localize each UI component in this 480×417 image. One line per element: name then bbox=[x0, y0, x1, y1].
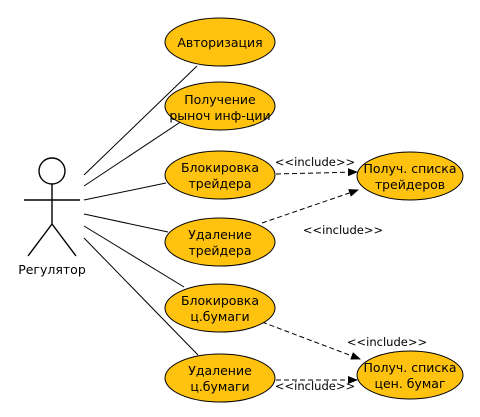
actor-regulator: Регулятор bbox=[18, 157, 86, 277]
include-label-delete-trader: <<include>> bbox=[303, 223, 383, 237]
include-arrow-block-trader bbox=[275, 168, 358, 177]
include-label-block-security: <<include>> bbox=[347, 335, 427, 349]
actor-head bbox=[38, 157, 66, 185]
use-case-block-trader-label-line2: трейдера bbox=[189, 176, 252, 191]
association-block-trader bbox=[83, 182, 167, 201]
use-case-authorization-label: Авторизация bbox=[177, 35, 262, 50]
use-case-delete-trader-label-line1: Удаление bbox=[188, 227, 252, 242]
use-case-delete-security-label-line1: Удаление bbox=[188, 363, 252, 378]
association-market bbox=[83, 120, 183, 187]
use-case-block-security: Блокировка ц.бумаги bbox=[164, 283, 276, 333]
use-case-delete-security-label-line2: ц.бумаги bbox=[190, 379, 249, 394]
use-case-delete-trader: Удаление трейдера bbox=[164, 217, 276, 267]
include-label-delete-security: <<include>> bbox=[275, 379, 355, 393]
use-case-delete-security: Удаление ц.бумаги bbox=[164, 353, 276, 403]
use-case-market-info-label-line2: рыноч инф-ции bbox=[169, 108, 270, 123]
association-delete-security bbox=[83, 237, 199, 356]
use-case-security-list-label-line2: цен. бумаг bbox=[374, 376, 445, 391]
use-case-trader-list-shape bbox=[356, 151, 464, 201]
actor-right-leg bbox=[51, 223, 77, 257]
use-case-delete-trader-label-line2: трейдера bbox=[189, 243, 252, 258]
use-case-security-list: Получ. списка цен. бумаг bbox=[356, 350, 464, 400]
use-case-security-list-shape bbox=[356, 350, 464, 400]
use-case-security-list-label-line1: Получ. списка bbox=[363, 360, 456, 375]
association-auth bbox=[83, 65, 198, 176]
use-case-authorization-shape bbox=[164, 17, 276, 67]
actor-label: Регулятор bbox=[18, 262, 86, 277]
use-case-delete-security-shape bbox=[164, 353, 276, 403]
use-case-trader-list-label-line1: Получ. списка bbox=[363, 161, 456, 176]
use-case-market-info: Получение рыноч инф-ции bbox=[164, 81, 276, 131]
use-case-market-info-label-line1: Получение bbox=[184, 92, 256, 107]
include-arrow-block-security bbox=[261, 321, 361, 360]
use-case-trader-list: Получ. списка трейдеров bbox=[356, 151, 464, 201]
use-case-block-security-label-line2: ц.бумаги bbox=[190, 309, 249, 324]
use-case-trader-list-label-line2: трейдеров bbox=[375, 177, 445, 192]
use-case-block-trader: Блокировка трейдера bbox=[164, 150, 276, 200]
use-case-block-trader-label-line1: Блокировка bbox=[181, 160, 259, 175]
include-label-block-trader: <<include>> bbox=[275, 155, 355, 169]
association-delete-trader bbox=[83, 213, 169, 233]
use-case-block-security-shape bbox=[164, 283, 276, 333]
use-case-authorization: Авторизация bbox=[164, 17, 276, 67]
use-case-delete-trader-shape bbox=[164, 217, 276, 267]
use-case-block-security-label-line1: Блокировка bbox=[181, 293, 259, 308]
use-case-block-trader-shape bbox=[164, 150, 276, 200]
actor-left-leg bbox=[27, 223, 53, 257]
use-case-market-info-shape bbox=[164, 81, 276, 131]
include-arrow-delete-trader bbox=[261, 189, 359, 224]
association-block-security bbox=[83, 225, 185, 288]
